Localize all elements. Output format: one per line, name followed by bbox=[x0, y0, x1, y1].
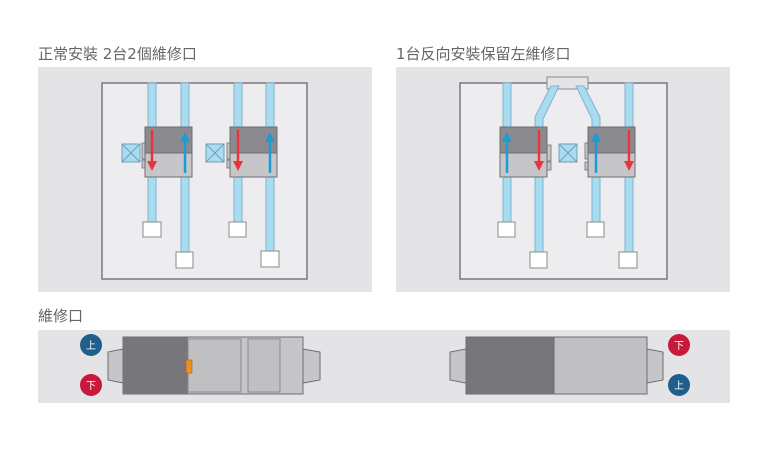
badge-up: 上 bbox=[80, 334, 102, 356]
vent-grille bbox=[586, 221, 605, 238]
badge-up-label: 上 bbox=[86, 340, 96, 352]
badge-down: 下 bbox=[668, 334, 690, 356]
ventilation-unit-1 bbox=[121, 82, 194, 269]
badge-down: 下 bbox=[80, 374, 102, 396]
room-outline bbox=[101, 82, 308, 280]
vent-grille bbox=[497, 221, 516, 238]
unit-side-view-normal bbox=[107, 336, 321, 395]
title-normal-install: 正常安裝 2台2個維修口 bbox=[38, 45, 197, 63]
room-outline bbox=[459, 82, 668, 280]
service-hatch-icon bbox=[121, 143, 141, 163]
badge-up: 上 bbox=[668, 374, 690, 396]
badge-down-label: 下 bbox=[86, 381, 96, 392]
ventilation-unit-2 bbox=[205, 82, 280, 268]
vent-grille bbox=[618, 251, 638, 269]
badge-up-label: 上 bbox=[674, 380, 684, 392]
reverse-install-panel bbox=[396, 67, 730, 292]
vent-grille bbox=[142, 221, 162, 238]
title-reverse-install: 1台反向安裝保留左維修口 bbox=[396, 45, 571, 63]
unit-side-view-reversed bbox=[449, 336, 664, 395]
ventilation-unit-4 bbox=[575, 82, 638, 269]
badge-down-label: 下 bbox=[674, 341, 684, 352]
vent-grille bbox=[529, 251, 548, 269]
title-service-port: 維修口 bbox=[38, 307, 83, 325]
service-hatch-icon bbox=[205, 143, 225, 163]
ventilation-unit-3 bbox=[497, 82, 560, 269]
vent-grille bbox=[175, 251, 194, 269]
access-tab bbox=[185, 359, 193, 374]
vent-grille bbox=[260, 250, 280, 268]
service-hatch-icon bbox=[558, 143, 578, 163]
normal-install-panel bbox=[38, 67, 372, 292]
vent-grille bbox=[228, 221, 247, 238]
